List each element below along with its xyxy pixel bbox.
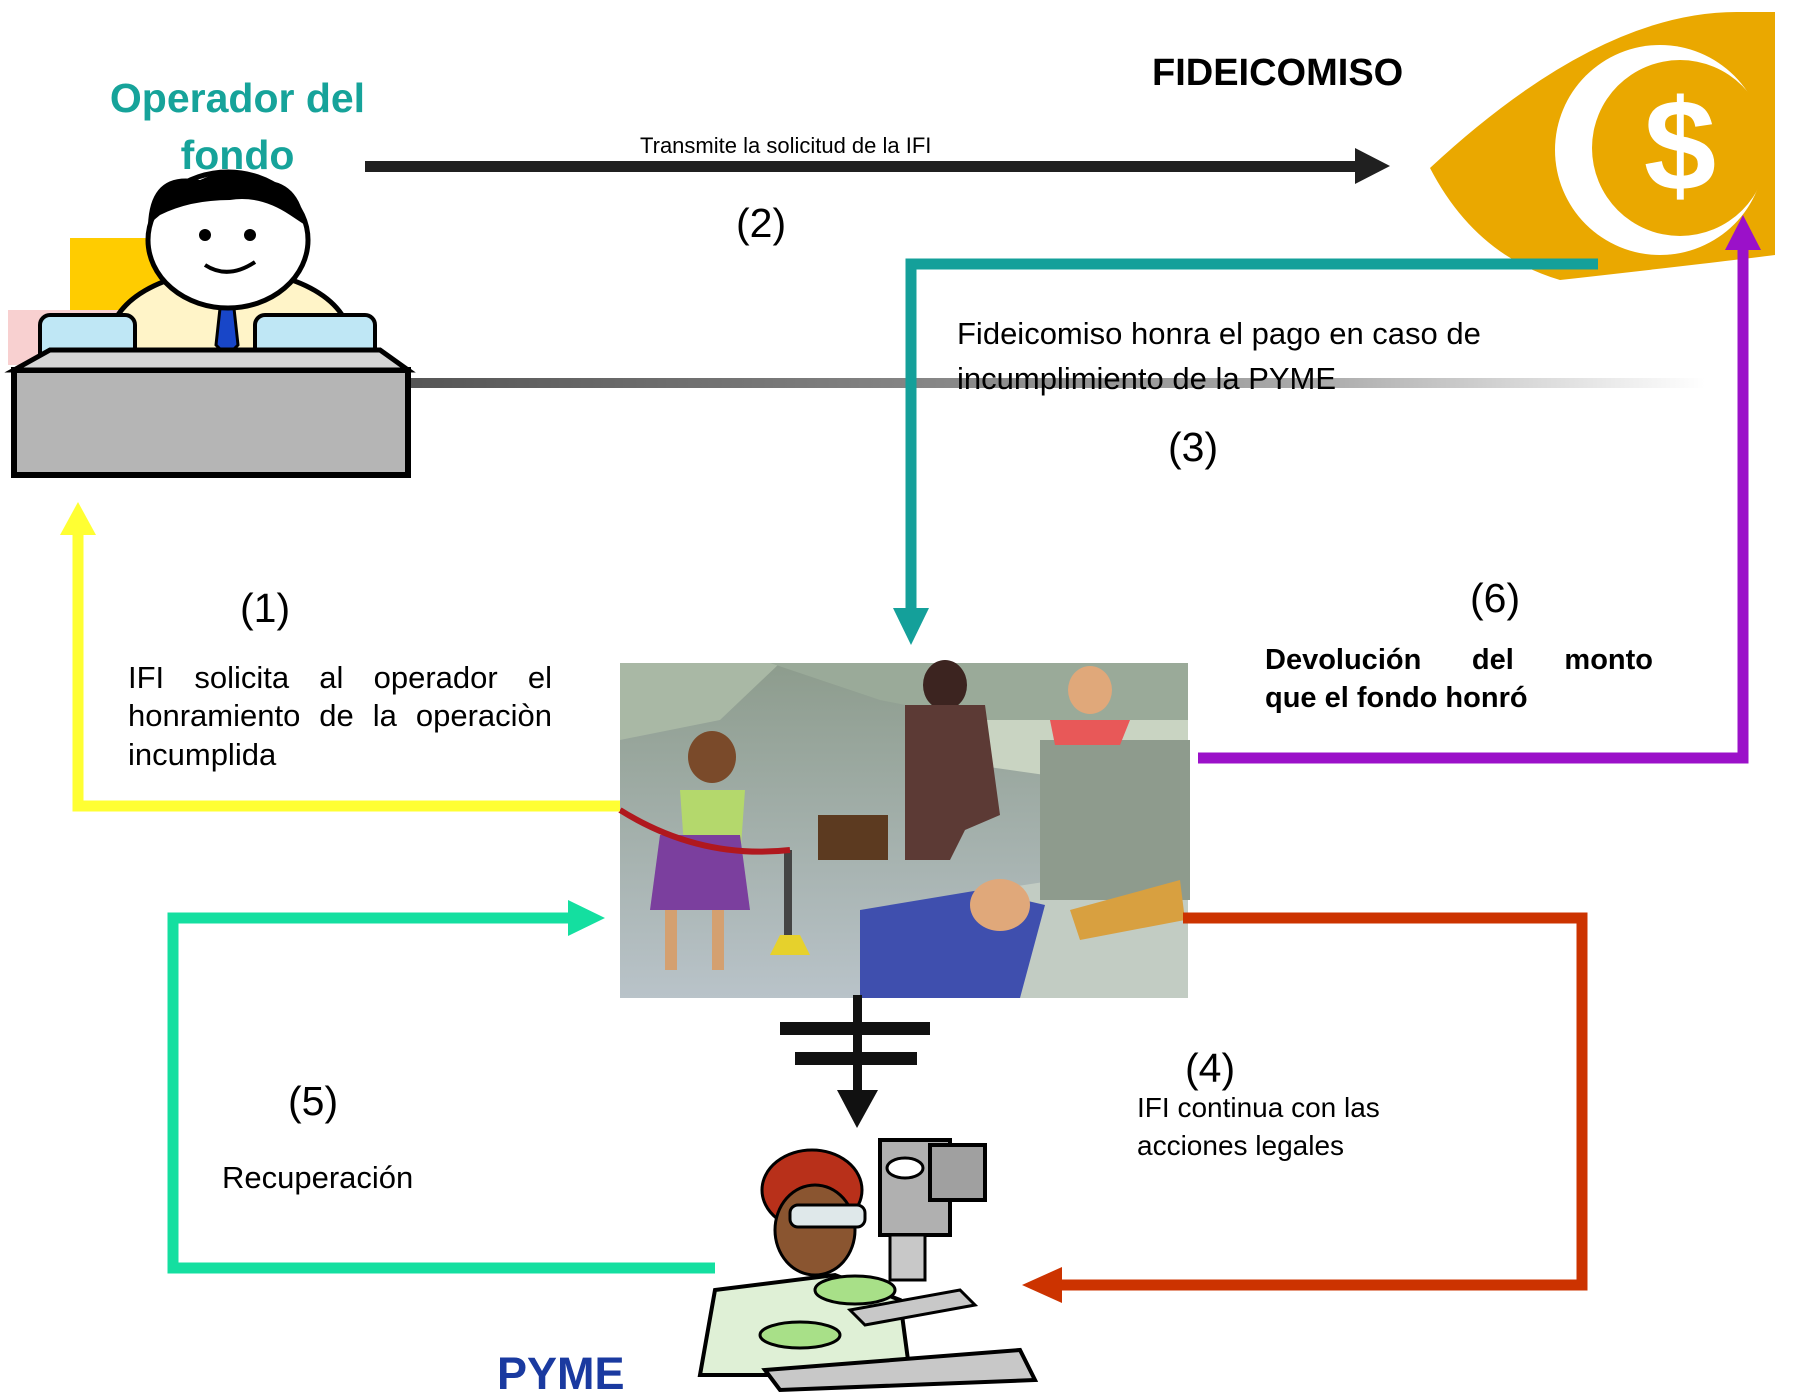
svg-text:$: $	[1644, 72, 1716, 218]
step-1-text-line1: IFI solicita al operador el	[128, 660, 552, 695]
step-4-text-line2: acciones legales	[1137, 1130, 1345, 1161]
step-2-number: (2)	[736, 200, 787, 246]
step-5-number: (5)	[288, 1078, 339, 1124]
step-1-number: (1)	[240, 585, 291, 631]
step-4-number: (4)	[1185, 1045, 1236, 1091]
fideicomiso-title: FIDEICOMISO	[1152, 52, 1404, 94]
clerk-at-desk-icon	[4, 169, 416, 478]
dollar-eye-icon: $	[1430, 11, 1775, 281]
blocked-flow-symbol	[780, 995, 930, 1128]
step-1-text-line3: incumplida	[128, 737, 277, 772]
arrow-step-3	[893, 258, 1598, 645]
arrow-step-1	[60, 502, 620, 812]
step-3-text-line2: incumplimiento de la PYME	[957, 361, 1337, 396]
step-3-text-line1: Fideicomiso honra el pago en caso de	[957, 316, 1481, 351]
arrow-step-2	[365, 148, 1390, 184]
machinist-worker-icon	[697, 1138, 1039, 1393]
bank-counter-scene-icon	[618, 660, 1190, 998]
step-6-text-line2: que el fondo honró	[1265, 682, 1528, 714]
step-1-text-line2: honramiento de la operaciòn	[128, 698, 552, 733]
operator-title: Operador del fondo	[109, 75, 366, 178]
arrow-step-5	[167, 900, 715, 1274]
step-3-number: (3)	[1168, 424, 1219, 470]
desk-connector-line	[405, 378, 1705, 388]
arrow-step-4	[1022, 912, 1588, 1303]
arrow-step-6	[1198, 215, 1761, 764]
step-2-text: Transmite la solicitud de la IFI	[640, 133, 932, 158]
step-6-number: (6)	[1470, 575, 1521, 621]
step-4-text-line1: IFI continua con las	[1137, 1092, 1380, 1123]
step-5-text: Recuperación	[222, 1160, 414, 1195]
step-6-text-line1: Devolución del monto	[1265, 644, 1653, 676]
pyme-title: PYME	[497, 1348, 625, 1396]
